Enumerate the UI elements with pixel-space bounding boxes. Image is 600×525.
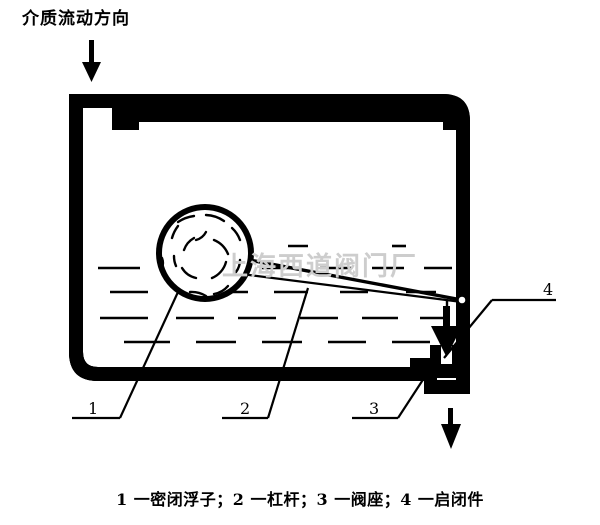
valve-body-shell xyxy=(69,94,470,394)
diagram-title: 介质流动方向 xyxy=(22,9,130,29)
callout-number-1: 1 xyxy=(88,399,98,418)
inlet-flow-arrow xyxy=(82,40,101,82)
callout-number-2: 2 xyxy=(240,399,250,418)
valve-seat-cup xyxy=(430,345,463,378)
callout-number-4: 4 xyxy=(543,280,553,299)
callout-number-3: 3 xyxy=(369,399,379,418)
outlet-flow-arrow xyxy=(441,408,461,449)
callout-numbers: 1 2 3 4 xyxy=(88,280,553,418)
figure-caption: 1 一密闭浮子；2 一杠杆；3 一阀座；4 一启闭件 xyxy=(116,490,484,509)
sealed-float-ball xyxy=(156,204,254,302)
opening-closing-element xyxy=(431,306,462,357)
callout-leaders xyxy=(72,287,556,420)
